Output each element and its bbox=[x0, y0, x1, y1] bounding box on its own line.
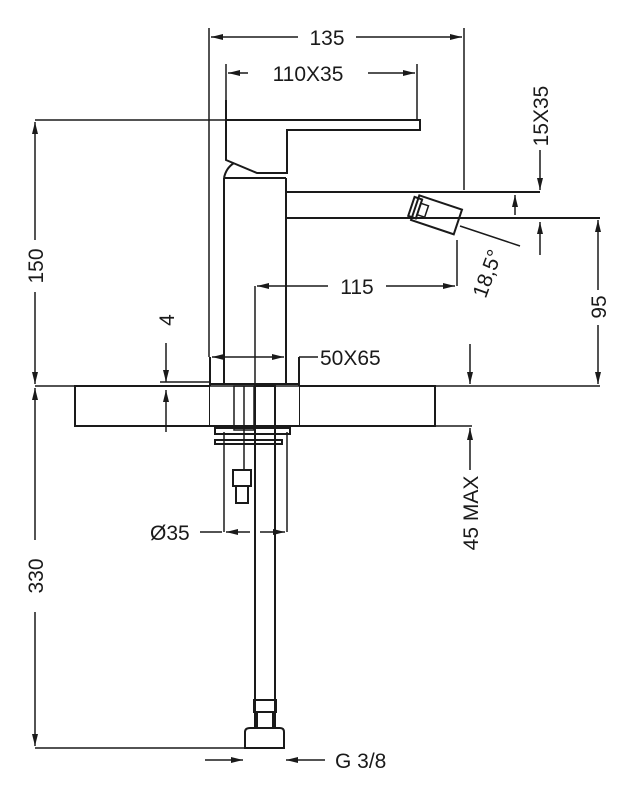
dim-height: 150 bbox=[25, 248, 48, 283]
dim-hole-diameter: Ø35 bbox=[150, 522, 190, 545]
dim-spout-height: 95 bbox=[588, 295, 611, 318]
dim-max-countertop: 45 MAX bbox=[460, 476, 483, 551]
hose-fitting bbox=[244, 727, 285, 749]
dim-hose-length: 330 bbox=[25, 558, 48, 593]
spout-nozzle bbox=[406, 194, 464, 236]
dim-spout-angle: 18,5° bbox=[469, 247, 507, 301]
dim-base: 50X65 bbox=[320, 347, 381, 370]
mounting-hardware bbox=[214, 385, 291, 749]
dim-spout-section: 15X35 bbox=[530, 86, 553, 147]
faucet-body bbox=[209, 100, 600, 386]
dim-spout-reach: 115 bbox=[340, 276, 373, 299]
dim-handle: 110X35 bbox=[273, 63, 344, 86]
braided-hose bbox=[254, 385, 276, 729]
dim-plate-thickness: 4 bbox=[156, 314, 179, 326]
dim-connection: G 3/8 bbox=[335, 750, 386, 773]
dim-overall-width: 135 bbox=[309, 27, 344, 50]
handle bbox=[225, 100, 421, 174]
